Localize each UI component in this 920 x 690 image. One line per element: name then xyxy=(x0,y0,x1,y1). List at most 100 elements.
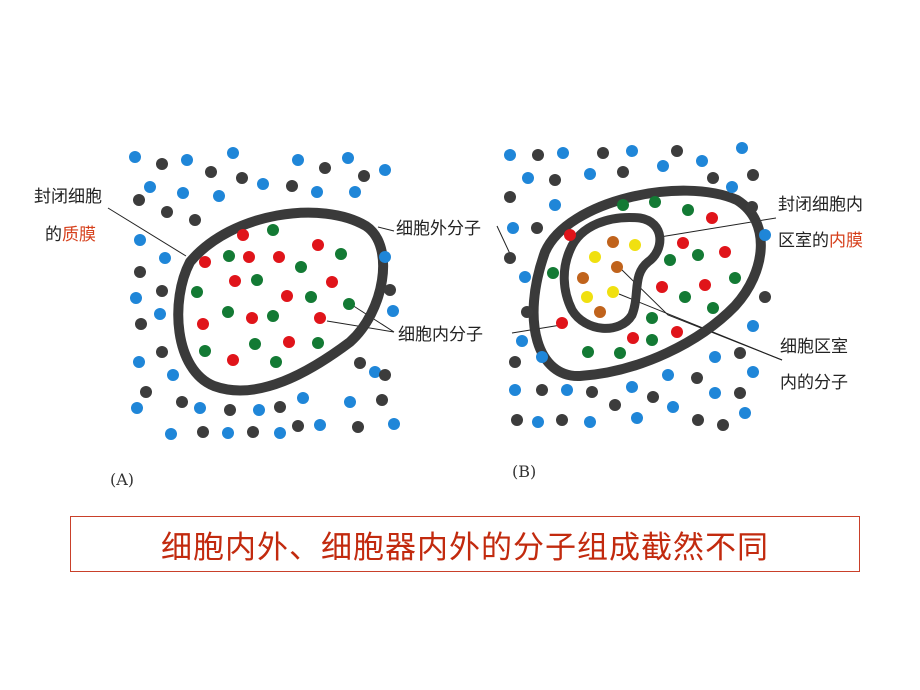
outside-black-molecule xyxy=(274,401,286,413)
outside-blue-molecule xyxy=(227,147,239,159)
outside-black-molecule xyxy=(156,285,168,297)
outside-black-molecule xyxy=(597,147,609,159)
panel-b-tag: (B) xyxy=(512,462,537,481)
conclusion-banner: 细胞内外、细胞器内外的分子组成截然不同 xyxy=(70,516,860,572)
outside-black-molecule xyxy=(531,222,543,234)
plasma-membrane-label-prefix: 的 xyxy=(45,225,62,245)
plasma-membrane-label-line2: 的质膜 xyxy=(45,224,96,246)
outside-black-molecule xyxy=(707,172,719,184)
compartment-molecules-label-line2: 内的分子 xyxy=(780,373,848,393)
inside-green-molecule xyxy=(335,248,347,260)
outside-blue-molecule xyxy=(194,402,206,414)
outside-blue-molecule xyxy=(131,402,143,414)
outside-blue-molecule xyxy=(657,160,669,172)
inside-green-molecule xyxy=(222,306,234,318)
outside-blue-molecule xyxy=(549,199,561,211)
outside-blue-molecule xyxy=(222,427,234,439)
outside-blue-molecule xyxy=(257,178,269,190)
outside-black-molecule xyxy=(379,369,391,381)
outside-blue-molecule xyxy=(159,252,171,264)
inside-red-molecule xyxy=(671,326,683,338)
outside-black-molecule xyxy=(319,162,331,174)
outside-blue-molecule xyxy=(509,384,521,396)
outside-black-molecule xyxy=(205,166,217,178)
inside-red-molecule xyxy=(229,275,241,287)
outside-black-molecule xyxy=(691,372,703,384)
panel-a-tag: (A) xyxy=(110,470,135,489)
outside-blue-molecule xyxy=(626,145,638,157)
inside-green-molecule xyxy=(547,267,559,279)
outside-blue-molecule xyxy=(154,308,166,320)
inside-green-molecule xyxy=(199,345,211,357)
outside-black-molecule xyxy=(247,426,259,438)
outside-black-molecule xyxy=(292,420,304,432)
outside-blue-molecule xyxy=(167,369,179,381)
inside-green-molecule xyxy=(649,196,661,208)
outside-blue-molecule xyxy=(726,181,738,193)
inside-green-molecule xyxy=(707,302,719,314)
inside-green-molecule xyxy=(267,310,279,322)
outside-black-molecule xyxy=(671,145,683,157)
inside-green-molecule xyxy=(617,199,629,211)
outside-black-molecule xyxy=(617,166,629,178)
outside-black-molecule xyxy=(549,174,561,186)
outside-blue-molecule xyxy=(584,416,596,428)
inside-green-molecule xyxy=(614,347,626,359)
outside-blue-molecule xyxy=(181,154,193,166)
inner-membrane-label-line1: 封闭细胞内 xyxy=(778,195,863,215)
outside-black-molecule xyxy=(176,396,188,408)
outside-blue-molecule xyxy=(662,369,674,381)
leader-line-outside-b xyxy=(496,225,512,257)
inside-red-molecule xyxy=(197,318,209,330)
inside-red-molecule xyxy=(281,290,293,302)
outside-black-molecule xyxy=(352,421,364,433)
outside-black-molecule xyxy=(509,356,521,368)
outside-black-molecule xyxy=(586,386,598,398)
plasma-membrane-b xyxy=(528,185,766,382)
inside-green-molecule xyxy=(664,254,676,266)
outside-black-molecule xyxy=(376,394,388,406)
outside-black-molecule xyxy=(135,318,147,330)
inside-red-molecule xyxy=(627,332,639,344)
outside-blue-molecule xyxy=(387,305,399,317)
outside-blue-molecule xyxy=(739,407,751,419)
outside-blue-molecule xyxy=(631,412,643,424)
outside-black-molecule xyxy=(536,384,548,396)
inside-red-molecule xyxy=(314,312,326,324)
inner-membrane-label-prefix: 区室的 xyxy=(778,231,829,251)
inside-green-molecule xyxy=(305,291,317,303)
compartment-yellow-molecule xyxy=(607,286,619,298)
outside-blue-molecule xyxy=(311,186,323,198)
outside-black-molecule xyxy=(746,201,758,213)
outside-black-molecule xyxy=(133,194,145,206)
inside-green-molecule xyxy=(251,274,263,286)
outside-blue-molecule xyxy=(584,168,596,180)
leader-line-compartment-2 xyxy=(618,293,783,361)
outside-blue-molecule xyxy=(709,387,721,399)
plasma-membrane-label-highlight: 质膜 xyxy=(62,225,96,245)
outside-molecules-label: 细胞外分子 xyxy=(396,219,481,239)
outside-black-molecule xyxy=(134,266,146,278)
inside-red-molecule xyxy=(699,279,711,291)
inside-green-molecule xyxy=(582,346,594,358)
compartment-orange-molecule xyxy=(594,306,606,318)
inside-red-molecule xyxy=(656,281,668,293)
outside-black-molecule xyxy=(504,252,516,264)
inside-molecules-label: 细胞内分子 xyxy=(398,325,483,345)
outside-blue-molecule xyxy=(165,428,177,440)
compartment-orange-molecule xyxy=(607,236,619,248)
outside-black-molecule xyxy=(532,149,544,161)
inner-membrane-b xyxy=(559,212,665,333)
outside-black-molecule xyxy=(717,419,729,431)
inside-green-molecule xyxy=(646,334,658,346)
inner-membrane-label-line2: 区室的内膜 xyxy=(778,230,863,252)
inside-red-molecule xyxy=(564,229,576,241)
outside-black-molecule xyxy=(354,357,366,369)
inside-red-molecule xyxy=(227,354,239,366)
inside-green-molecule xyxy=(295,261,307,273)
inside-red-molecule xyxy=(677,237,689,249)
inside-green-molecule xyxy=(191,286,203,298)
outside-black-molecule xyxy=(358,170,370,182)
outside-black-molecule xyxy=(286,180,298,192)
